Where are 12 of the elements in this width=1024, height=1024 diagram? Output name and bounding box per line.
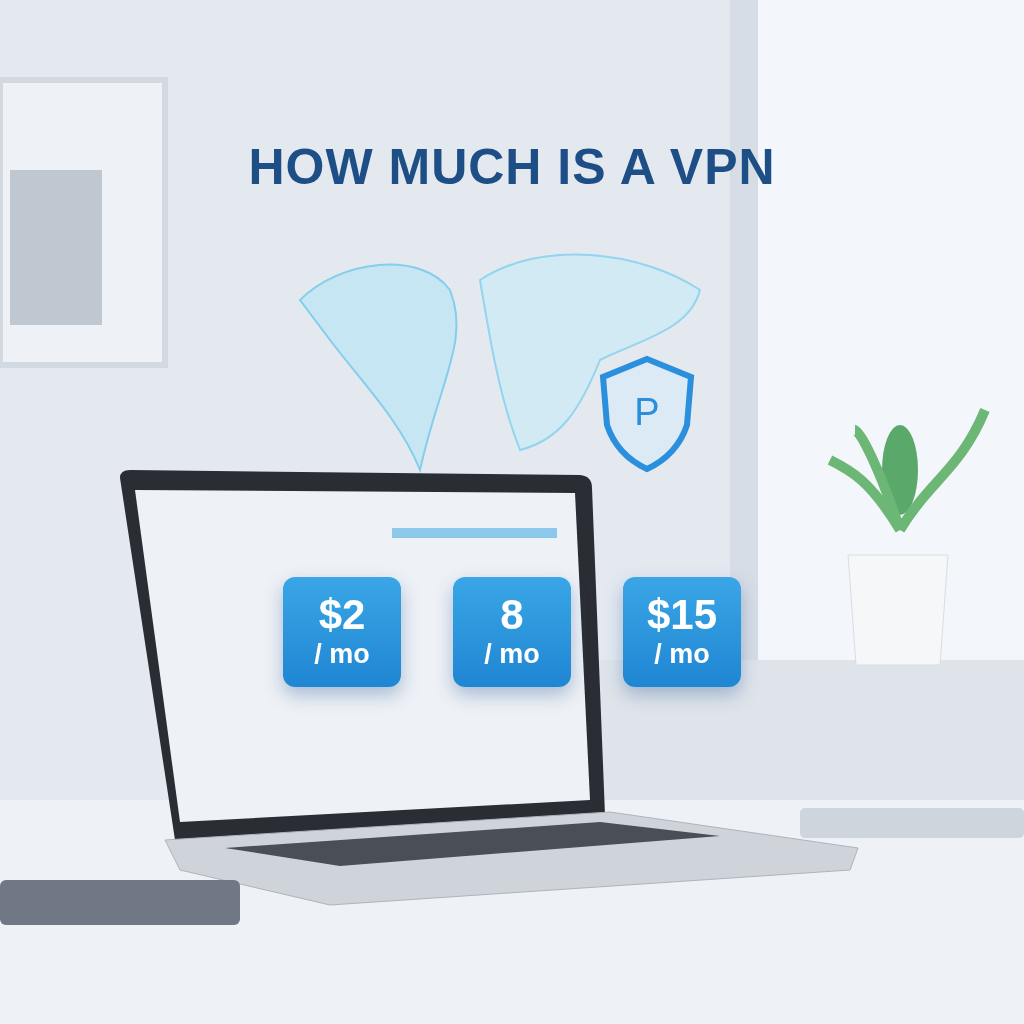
price-badge [623, 577, 741, 687]
shield-icon [597, 355, 697, 473]
price-badge [453, 577, 571, 687]
price-badge [283, 577, 401, 687]
price-amount: $2 [317, 591, 367, 639]
price-period: / mo [653, 639, 711, 670]
shield-letter: P [633, 391, 661, 434]
price-amount: 8 [499, 591, 525, 639]
price-period: / mo [313, 639, 371, 670]
price-amount: $15 [645, 591, 719, 639]
price-period: / mo [483, 639, 541, 670]
title: HOW MUCH IS A VPN [247, 138, 777, 196]
